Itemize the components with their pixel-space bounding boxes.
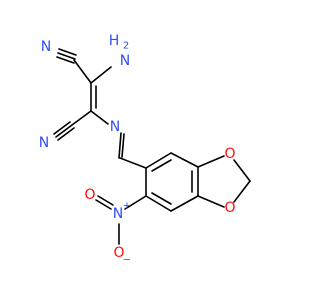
- atom-amino-h: H: [109, 33, 120, 49]
- molecule-structure-diagram: N H N 2 N N O O N + O O −: [39, 33, 251, 266]
- atom-n-nitrile-top: N: [41, 39, 51, 55]
- atom-amino-n: N: [120, 53, 130, 69]
- atom-o-nitro-top: O: [84, 187, 95, 203]
- bond-ring-4: [170, 195, 199, 212]
- bonds: [53, 48, 251, 245]
- bond-nitrile-bottom-3: [57, 127, 75, 141]
- bond-ring-2: [170, 152, 199, 168]
- bond-ring-5: [145, 195, 172, 212]
- bond-nitrile-bottom-2: [53, 121, 71, 135]
- atom-labels: N H N 2 N N O O N + O O −: [39, 33, 236, 266]
- bond-dioxole-1: [197, 155, 225, 168]
- bond-c2-cn: [71, 110, 92, 126]
- bond-nitro-o-top-a: [95, 199, 112, 210]
- bond-nitro-o-top-b: [97, 195, 114, 206]
- bond-dioxole-4: [197, 195, 225, 208]
- atom-o-nitro-charge: −: [123, 255, 131, 266]
- structure-svg: N H N 2 N N O O N + O O −: [39, 33, 251, 266]
- atom-o-dioxole-bottom: O: [224, 200, 235, 216]
- atom-n-nitrile-bottom: N: [39, 135, 49, 151]
- bond-ring-inner-1: [151, 159, 172, 172]
- bond-nitrile-top-3: [56, 56, 75, 64]
- bond-c2-n-imine: [90, 110, 109, 125]
- atom-o-dioxole-top: O: [224, 146, 235, 162]
- bond-c1-nh2: [90, 66, 112, 84]
- atom-n-imine: N: [110, 119, 120, 135]
- bond-nitrile-bottom-1: [55, 124, 73, 138]
- atom-n-nitro-charge: +: [123, 201, 131, 212]
- bond-nitrile-top-2: [58, 48, 77, 56]
- bond-ch-ring: [119, 157, 147, 169]
- bond-dioxole-2: [233, 159, 251, 182]
- bond-n-ch-a: [118, 132, 122, 159]
- bond-ring-1: [145, 152, 172, 169]
- bond-ring-inner-3: [151, 192, 172, 205]
- atom-n-nitro: N: [113, 206, 123, 222]
- bond-n-ch-b: [121, 133, 125, 158]
- bond-nitrile-top-1: [57, 52, 76, 60]
- bond-c1-cn: [73, 59, 92, 84]
- atom-amino-subscript: 2: [123, 41, 129, 52]
- atom-o-nitro-bottom: O: [113, 245, 124, 261]
- bond-dioxole-3: [233, 180, 251, 203]
- bond-ring-nitro: [124, 195, 147, 210]
